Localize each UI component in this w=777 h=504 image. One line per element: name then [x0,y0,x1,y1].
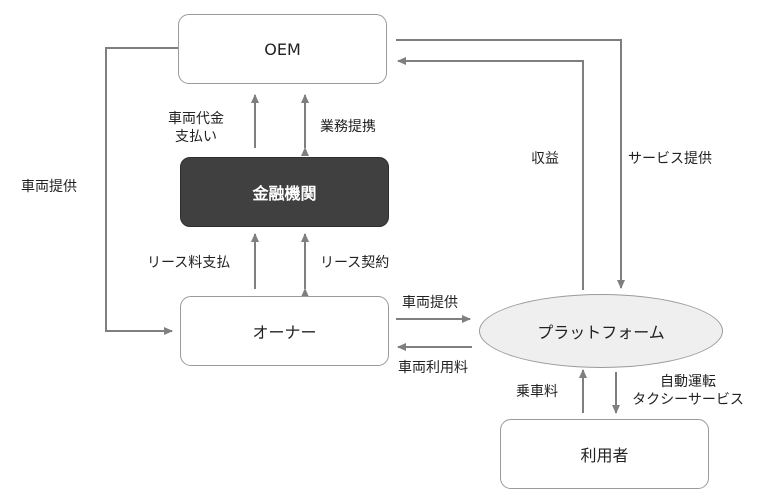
arrow-platform-to-oem [397,57,584,290]
label-vehicle-usage-fee: 車両利用料 [398,360,468,376]
label-vehicle-supply-left: 車両提供 [21,179,77,195]
node-platform: プラットフォーム [479,294,723,368]
node-platform-label: プラットフォーム [537,323,665,342]
label-lease-payment: リース料支払 [147,255,231,271]
label-vehicle-payment-line2: 支払い [175,129,217,145]
node-user-label: 利用者 [580,446,629,465]
label-autonomous-line2: タクシーサービス [632,392,744,408]
label-lease-contract: リース契約 [320,255,390,271]
label-fare: 乗車料 [516,384,558,400]
arrow-oem-to-owner [105,47,178,335]
node-user: 利用者 [500,419,709,489]
node-oem-label: OEM [264,39,301,59]
node-owner-label: オーナー [252,323,317,342]
node-owner: オーナー [180,296,389,366]
label-autonomous-taxi: 自動運転 タクシーサービス [624,373,752,409]
node-oem: OEM [178,14,387,84]
label-vehicle-payment-line1: 車両代金 [168,111,224,127]
node-finance-label: 金融機関 [252,184,317,203]
label-vehicle-supply-owner: 車両提供 [402,295,458,311]
label-autonomous-line1: 自動運転 [660,374,716,390]
label-service-provision: サービス提供 [628,151,712,167]
label-vehicle-payment: 車両代金 支払い [160,110,232,146]
node-finance: 金融機関 [180,157,389,227]
label-revenue: 収益 [531,151,559,167]
arrow-oem-to-platform [396,39,625,289]
label-business-alliance: 業務提携 [320,119,376,135]
